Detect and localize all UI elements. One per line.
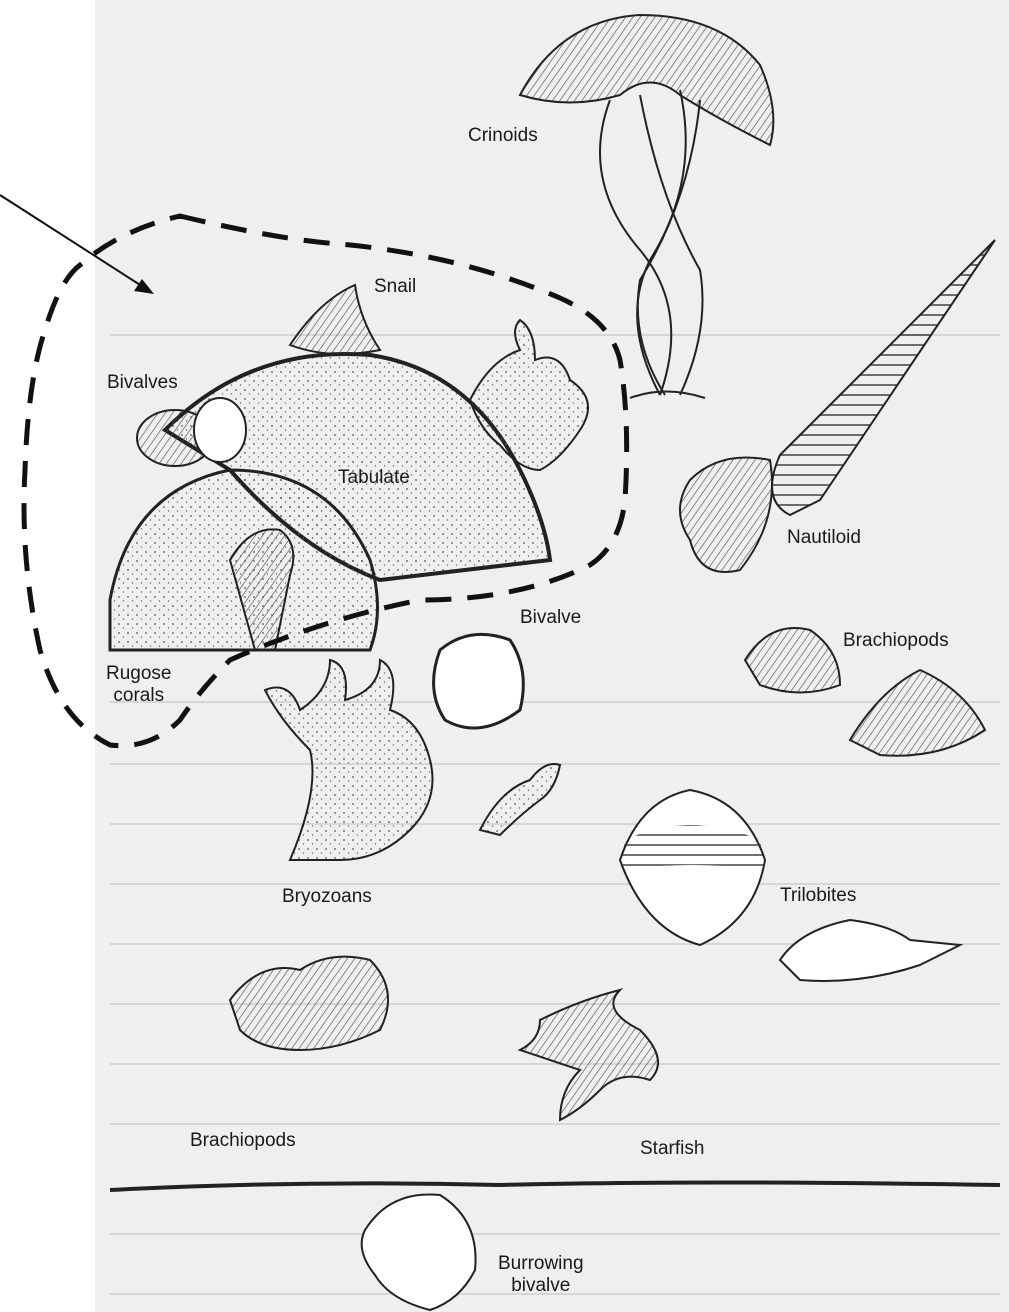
label-brachiopods-right: Brachiopods <box>843 630 949 652</box>
label-bivalve: Bivalve <box>520 607 581 629</box>
label-brachiopods-left: Brachiopods <box>190 1130 296 1152</box>
label-rugose-line1: Rugose <box>106 663 172 685</box>
label-crinoids: Crinoids <box>468 125 538 147</box>
label-starfish: Starfish <box>640 1138 704 1160</box>
label-snail: Snail <box>374 276 416 298</box>
label-rugose-line2: corals <box>106 685 172 707</box>
label-burrowing-line2: bivalve <box>498 1275 584 1297</box>
label-burrowing-line1: Burrowing <box>498 1253 584 1275</box>
label-trilobites: Trilobites <box>780 885 856 907</box>
page-background <box>95 0 1009 1312</box>
label-bryozoans: Bryozoans <box>282 886 372 908</box>
label-tabulate: Tabulate <box>338 467 410 489</box>
label-burrowing-bivalve: Burrowing bivalve <box>498 1253 584 1297</box>
label-nautiloid: Nautiloid <box>787 527 861 549</box>
label-bivalves: Bivalves <box>107 372 178 394</box>
bivalve-drawing <box>434 634 524 728</box>
label-rugose-corals: Rugose corals <box>106 663 172 707</box>
